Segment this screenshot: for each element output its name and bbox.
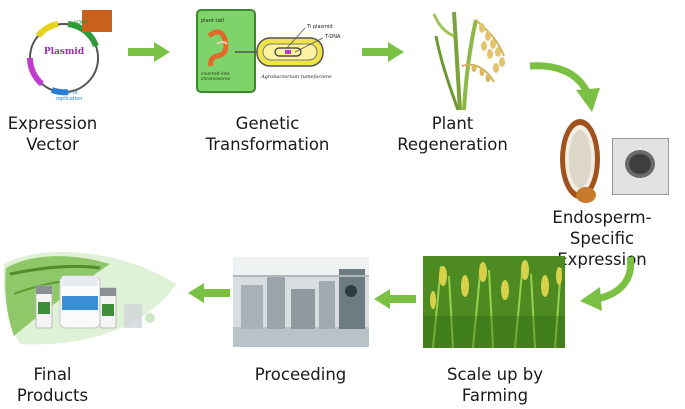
step-label-expression-vector: Expression Vector bbox=[7, 114, 98, 154]
step-label-final-products: Final Products bbox=[16, 365, 89, 405]
chromosome-label: inserted into chromosome bbox=[201, 72, 231, 82]
arrow-left-icon bbox=[374, 289, 416, 309]
arrow-curve-down-icon bbox=[528, 58, 602, 114]
step-label-proceeding: Proceeding bbox=[254, 365, 347, 384]
arrow-right-icon bbox=[362, 42, 404, 62]
agrobacterium-label: Agrobacterium tumefaciens bbox=[260, 74, 332, 80]
step-label-endosperm-expression: Endosperm-Specific Expression bbox=[552, 208, 652, 269]
endosperm-micrograph bbox=[612, 138, 669, 195]
transformation-diagram: plant cell Ti plasmid T-DNA Agrobacteriu… bbox=[195, 8, 367, 94]
rice-plant-illustration bbox=[430, 6, 512, 110]
ti-plasmid-label: Ti plasmid bbox=[306, 24, 333, 30]
rice-field-photo bbox=[423, 256, 565, 348]
step-label-plant-regeneration: Plant Regeneration bbox=[397, 114, 508, 154]
final-products-photo bbox=[0, 244, 178, 350]
plasmid-marker-label: hDNA bbox=[74, 20, 89, 26]
plant-cell-label: plant cell bbox=[201, 18, 224, 24]
arrow-left-icon bbox=[188, 283, 230, 303]
step-label-genetic-transformation: Genetic Transformation bbox=[205, 114, 330, 154]
arrow-right-icon bbox=[128, 42, 170, 62]
rice-seed-cross-section bbox=[556, 115, 604, 203]
arrow-curve-down-left-icon bbox=[578, 255, 642, 315]
processing-facility-photo bbox=[233, 257, 369, 347]
plasmid-diagram: Plasmid hDNA Origin of replication bbox=[8, 6, 120, 106]
plasmid-title: Plasmid bbox=[44, 47, 85, 57]
t-dna-label: T-DNA bbox=[324, 34, 341, 40]
plasmid-origin-label: Origin of replication bbox=[56, 90, 83, 102]
step-label-scale-up: Scale up by Farming bbox=[446, 365, 544, 405]
